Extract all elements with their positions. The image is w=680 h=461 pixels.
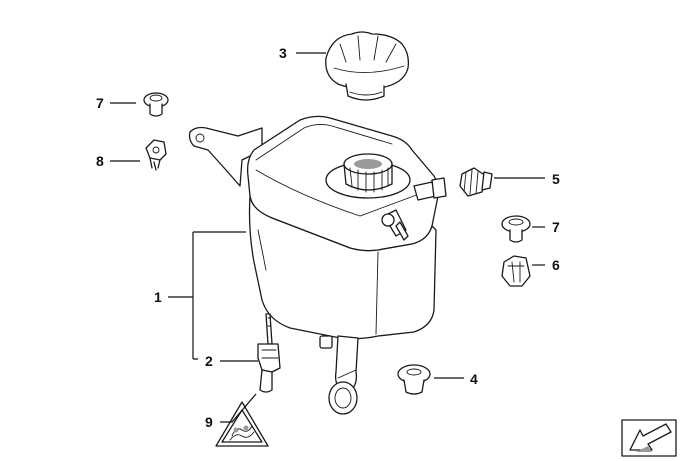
callout-2: 2: [205, 353, 213, 369]
clip-nut-left[interactable]: [145, 139, 167, 171]
callout-1: 1: [154, 289, 162, 305]
callout-labels: 3 7 8 5 7 6 1 2 4 9: [96, 45, 560, 430]
callout-7-left: 7: [96, 95, 104, 111]
callout-4: 4: [470, 371, 478, 387]
expansion-tank[interactable]: [188, 115, 447, 415]
hose-connector[interactable]: [459, 167, 493, 197]
level-sensor[interactable]: [257, 313, 281, 393]
expansion-tank-cap[interactable]: [325, 31, 410, 101]
callout-8: 8: [96, 153, 104, 169]
callout-5: 5: [552, 171, 560, 187]
screw-top-left[interactable]: [143, 92, 169, 117]
clip-nut-right[interactable]: [501, 255, 531, 287]
callout-lines: [110, 52, 545, 423]
rubber-grommet[interactable]: [397, 364, 431, 395]
warning-label[interactable]: [215, 401, 269, 447]
screw-right[interactable]: [501, 215, 531, 243]
direction-arrow-icon[interactable]: [621, 419, 677, 457]
callout-6: 6: [552, 257, 560, 273]
hot-coolant-warning-icon: [229, 425, 255, 441]
callout-7-right: 7: [552, 219, 560, 235]
callout-3: 3: [279, 45, 287, 61]
callout-9: 9: [205, 414, 213, 430]
